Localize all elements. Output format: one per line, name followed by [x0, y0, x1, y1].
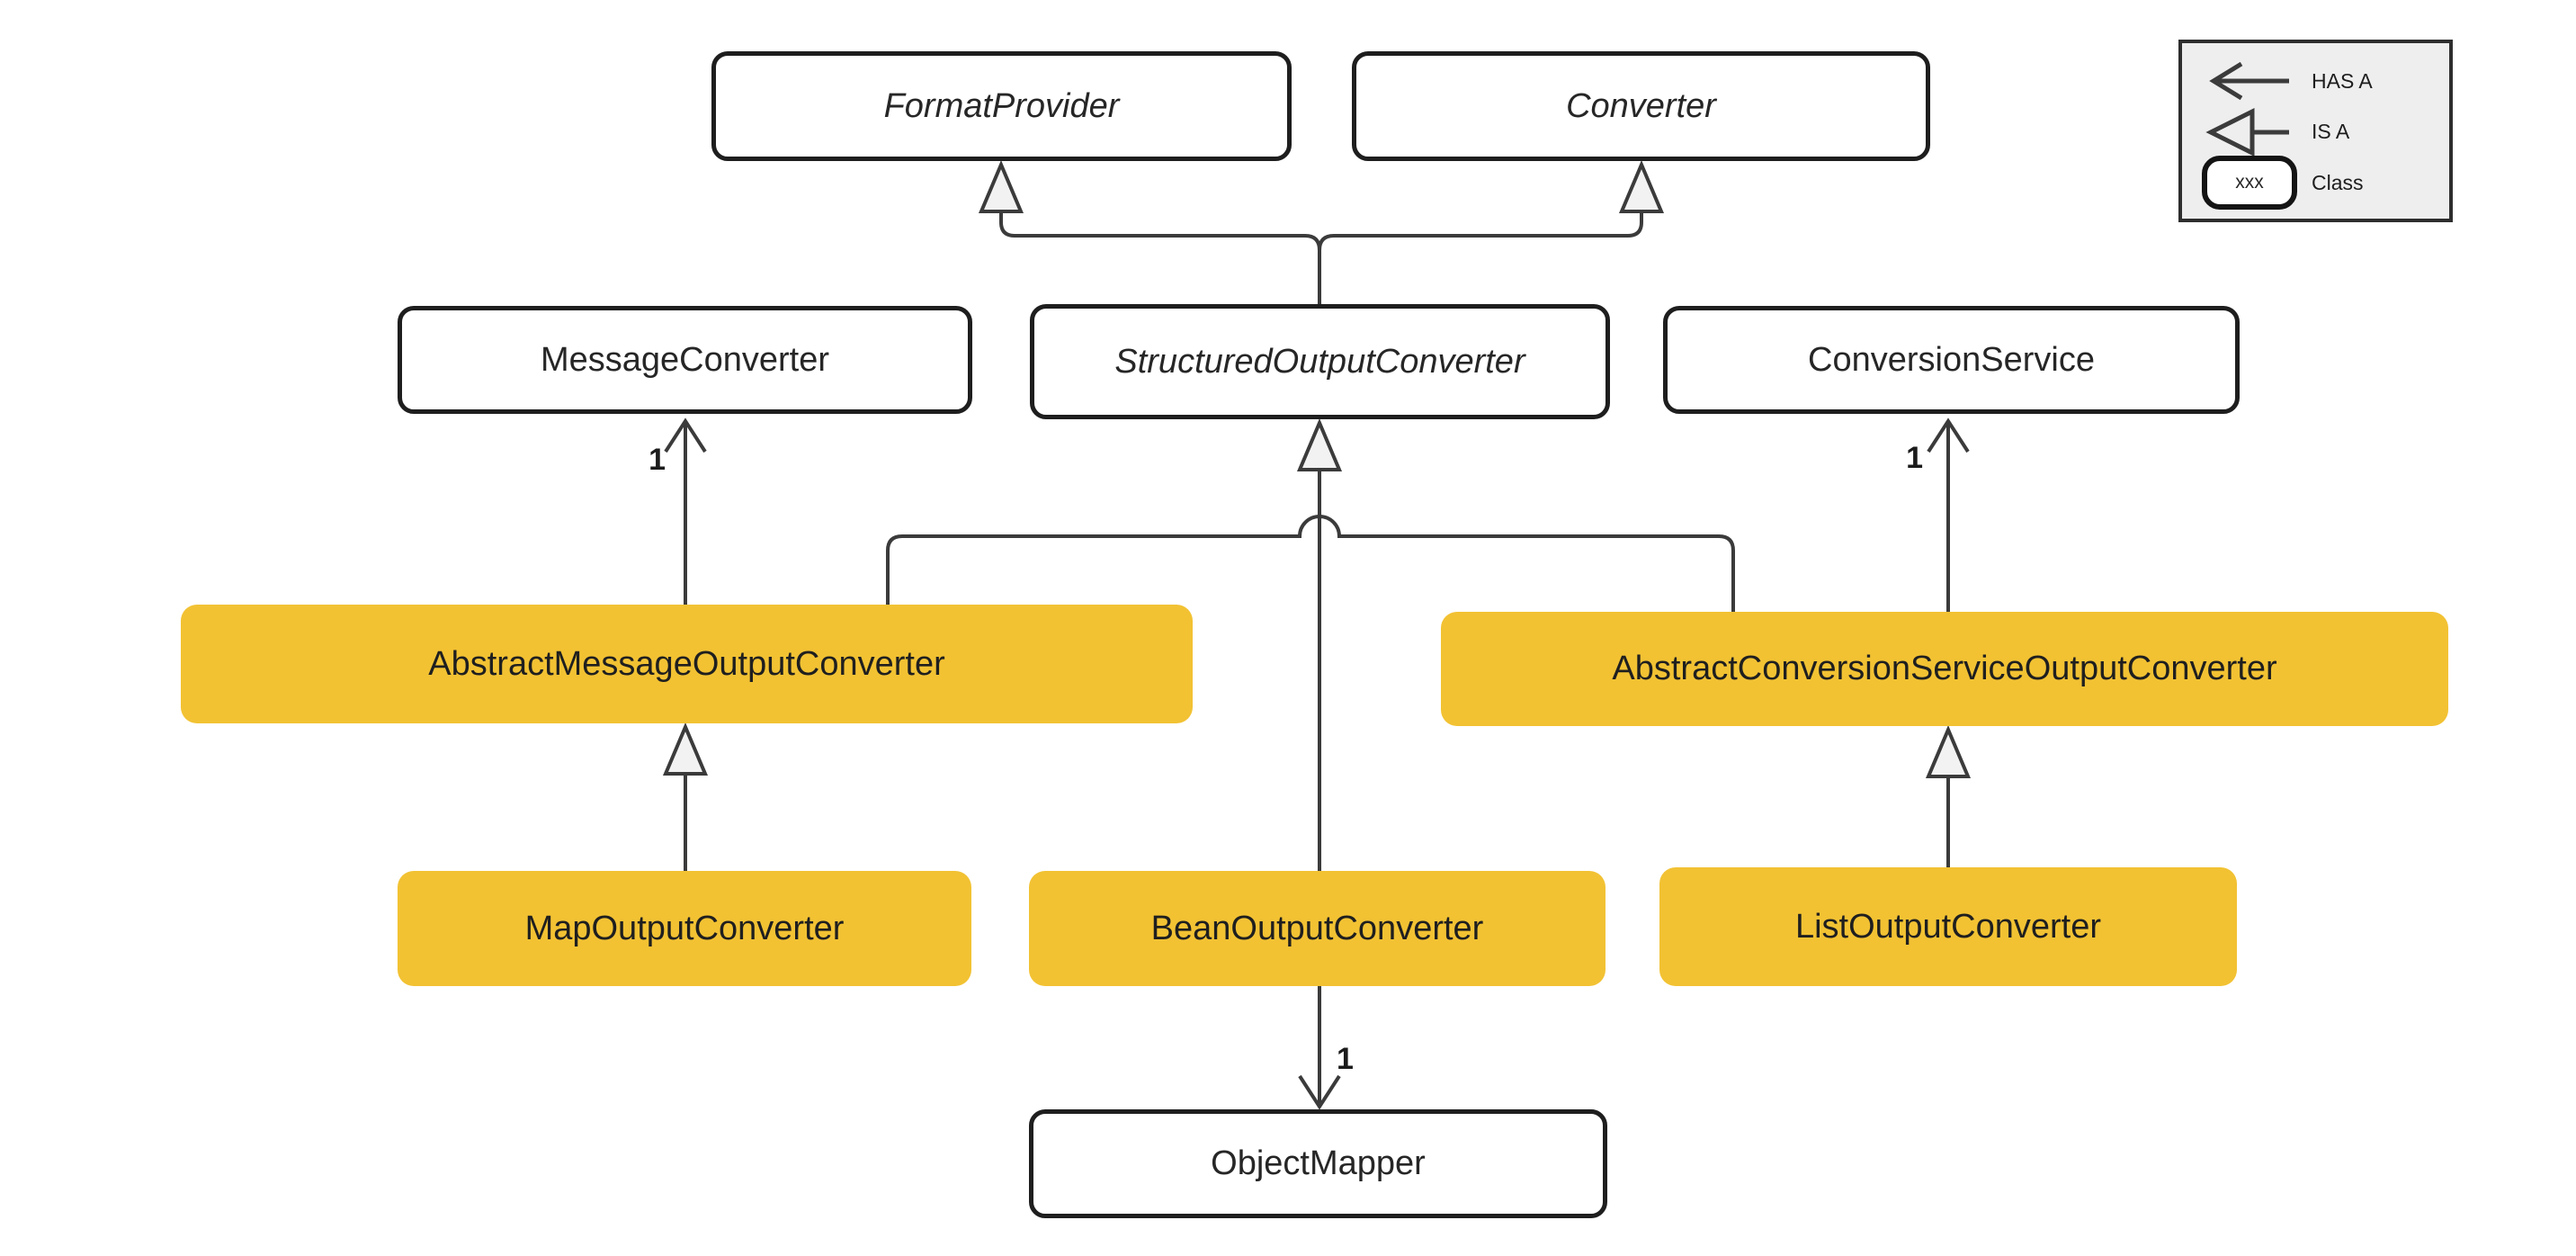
node-object-mapper: ObjectMapper — [1029, 1109, 1607, 1218]
node-abstract-message-output-converter: AbstractMessageOutputConverter — [181, 605, 1193, 723]
node-bean-output-converter: BeanOutputConverter — [1029, 871, 1606, 986]
class-shape-icon: xxx — [2202, 156, 2312, 210]
edge-isa-list-to-abstract-conversion — [1925, 724, 1972, 867]
legend-row-class: xxx Class — [2202, 156, 2440, 210]
node-map-output-converter: MapOutputConverter — [398, 871, 971, 986]
is-a-arrow-icon — [2202, 107, 2312, 157]
node-message-converter: MessageConverter — [398, 306, 972, 414]
node-structured-output-converter: StructuredOutputConverter — [1030, 304, 1610, 419]
has-a-arrow-icon — [2202, 58, 2312, 103]
legend-has-a-label: HAS A — [2312, 68, 2373, 93]
node-conversion-service: ConversionService — [1663, 306, 2240, 414]
legend: HAS A IS A xxx Class — [2178, 40, 2453, 222]
edge-hasa-bean-to-object-mapper — [1298, 986, 1341, 1110]
edge-hasa-abstract-message-to-message-converter — [664, 417, 707, 605]
node-converter: Converter — [1352, 51, 1930, 161]
legend-is-a-label: IS A — [2312, 120, 2350, 143]
node-format-provider: FormatProvider — [711, 51, 1292, 161]
multiplicity-conversion-service: 1 — [1906, 441, 1923, 475]
node-abstract-conversion-service-output-converter: AbstractConversionServiceOutputConverter — [1441, 612, 2448, 726]
legend-row-has-a: HAS A — [2202, 56, 2440, 106]
multiplicity-object-mapper: 1 — [1337, 1042, 1354, 1076]
edge-hasa-abstract-conversion-to-conversion-service — [1927, 417, 1970, 612]
edge-isa-children-to-soc — [886, 417, 1735, 871]
legend-class-sample: xxx — [2202, 156, 2297, 210]
legend-class-label: Class — [2312, 170, 2364, 194]
edge-isa-soc-to-formatprovider — [978, 159, 1321, 304]
edge-isa-soc-to-converter — [1318, 159, 1665, 251]
legend-row-is-a: IS A — [2202, 107, 2440, 157]
node-list-output-converter: ListOutputConverter — [1659, 867, 2237, 986]
edge-isa-map-to-abstract-message — [662, 722, 709, 871]
multiplicity-message-converter: 1 — [648, 443, 666, 477]
